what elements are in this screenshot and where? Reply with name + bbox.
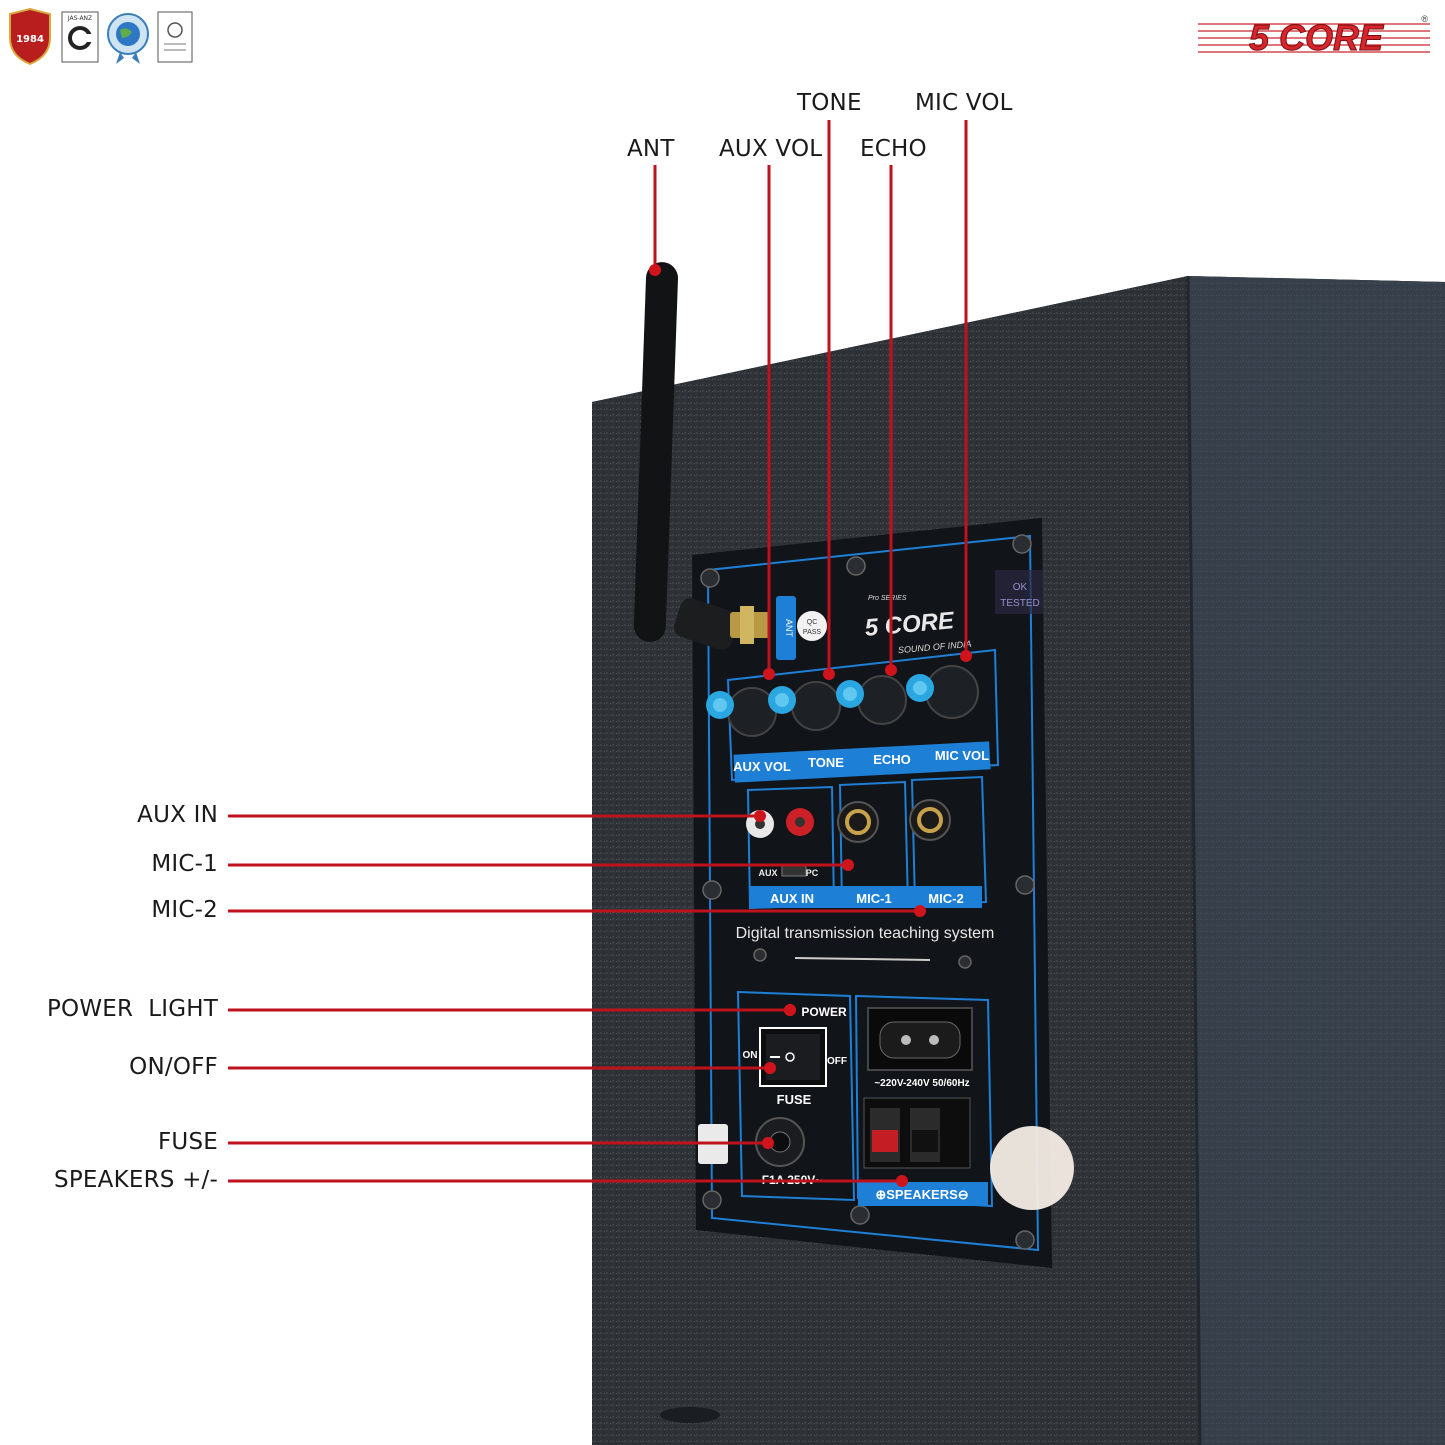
emblem-cert-icon — [157, 11, 193, 63]
knob-label-mic-vol: MIC VOL — [935, 748, 989, 763]
callout-fuse: FUSE — [158, 1129, 218, 1155]
jas-anz-cert-icon: JAS-ANZ — [61, 11, 99, 63]
speakers-label: ⊕SPEAKERS⊖ — [875, 1187, 968, 1202]
aux-switch-label: AUX — [758, 868, 777, 878]
jack-label-mic2: MIC-2 — [928, 891, 963, 906]
jack-label-aux-in: AUX IN — [770, 891, 814, 906]
panel-screws — [700, 534, 1035, 1250]
qc-text: QC — [807, 619, 818, 626]
knob-label-aux-vol: AUX VOL — [733, 759, 791, 774]
pass-text: PASS — [803, 629, 821, 636]
knob-label-echo: ECHO — [873, 752, 911, 767]
on-label: ON — [743, 1050, 758, 1061]
callout-power-light: POWER LIGHT — [46, 996, 218, 1022]
panel-ant-label: ANT — [784, 619, 794, 638]
ok-tested-sticker — [995, 570, 1043, 614]
globe-award-icon — [107, 13, 149, 64]
fuse-label: FUSE — [777, 1092, 812, 1107]
callout-lines — [228, 120, 968, 1183]
mic1-jack[interactable] — [837, 801, 879, 843]
callout-dots — [649, 264, 972, 1187]
power-inlet[interactable] — [867, 1007, 973, 1071]
speakers-label-strip — [858, 1182, 988, 1206]
callout-echo: ECHO — [860, 136, 927, 162]
antenna[interactable] — [633, 262, 770, 653]
knob-echo[interactable] — [836, 675, 907, 725]
jack-label-mic1: MIC-1 — [856, 891, 891, 906]
off-label: OFF — [827, 1056, 847, 1067]
round-sticker — [990, 1126, 1074, 1210]
speaker-terminals[interactable] — [863, 1097, 971, 1169]
power-label: POWER — [801, 1005, 847, 1019]
callout-ant: ANT — [627, 136, 675, 162]
system-text: Digital transmission teaching system — [736, 925, 995, 942]
on-off-switch[interactable] — [759, 1027, 827, 1087]
callout-speakers: SPEAKERS +/- — [54, 1167, 218, 1193]
pc-switch-label: PC — [806, 868, 819, 878]
brand-logo: 5 CORE ® — [1198, 14, 1430, 58]
certification-badges: 1984 JAS-ANZ — [9, 8, 193, 66]
aux-pc-switch[interactable] — [781, 865, 807, 877]
callout-on-off: ON/OFF — [129, 1054, 218, 1080]
mic2-jack[interactable] — [909, 799, 951, 841]
control-panel: ANT QC PASS Pro SERIES 5 CORE SOUND OF I… — [692, 518, 1074, 1268]
year-badge-text: 1984 — [16, 34, 44, 45]
jack-label-strip — [750, 886, 982, 908]
knob-label-tone: TONE — [808, 755, 844, 770]
registered-mark: ® — [1421, 14, 1428, 24]
brand-logo-text: 5 CORE — [1249, 17, 1384, 58]
knob-label-strip — [733, 741, 991, 783]
callout-mic-vol: MIC VOL — [915, 90, 1013, 116]
tested-text: TESTED — [1000, 598, 1039, 609]
callout-aux-vol: AUX VOL — [719, 136, 823, 162]
year-shield-icon: 1984 — [9, 8, 51, 66]
callout-tone: TONE — [797, 90, 862, 116]
ant-panel-box — [776, 596, 796, 660]
callout-mic1: MIC-1 — [151, 851, 218, 877]
knob-tone[interactable] — [768, 681, 841, 731]
panel-series-text: Pro SERIES — [868, 595, 907, 602]
callout-mic2: MIC-2 — [151, 897, 218, 923]
qc-pass-sticker — [797, 611, 827, 641]
ok-text: OK — [1013, 582, 1028, 593]
voltage-label: ~220V-240V 50/60Hz — [874, 1078, 969, 1089]
cert-badge-text: JAS-ANZ — [67, 15, 92, 22]
callout-aux-in: AUX IN — [137, 802, 218, 828]
knob-mic-vol[interactable] — [906, 665, 979, 719]
